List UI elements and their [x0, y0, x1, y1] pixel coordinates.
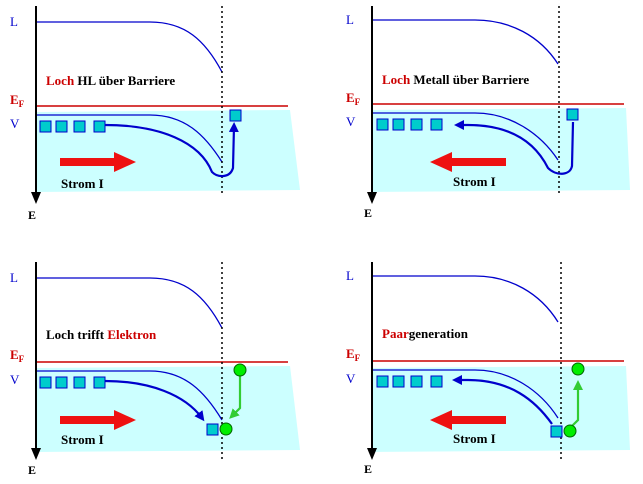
electron-drop-arrow — [229, 376, 242, 419]
current-label: Strom I — [61, 176, 104, 191]
conduction-band-curve — [36, 21, 223, 73]
hole-square — [430, 118, 443, 131]
hole-square — [376, 375, 389, 388]
energy-axis-arrowhead — [31, 448, 41, 460]
fermi-level-label: EF — [10, 347, 25, 364]
hole-transit-arrow — [452, 375, 553, 425]
conduction-band-curve — [372, 275, 559, 323]
conduction-band-label: L — [346, 12, 354, 27]
hole-square — [410, 118, 423, 131]
energy-axis-label: E — [364, 206, 372, 220]
hole-transit-arrow — [104, 122, 239, 178]
panel-title: Loch trifft Elektron — [46, 327, 157, 342]
hole-square — [55, 376, 68, 389]
current-label: Strom I — [61, 432, 104, 447]
hole-square-at-barrier — [206, 423, 219, 436]
valence-band-curve — [36, 370, 223, 421]
energy-axis-arrowhead — [31, 192, 41, 204]
conduction-band-label: L — [10, 270, 18, 285]
hole-square — [410, 375, 423, 388]
valence-band-curve — [372, 369, 559, 419]
electron-dot-recombined — [219, 422, 233, 436]
hole-square-metal — [566, 108, 579, 121]
electron-dot-generated — [563, 424, 577, 438]
hole-square — [39, 376, 52, 389]
conduction-band-curve — [372, 19, 559, 65]
valence-band-label: V — [10, 372, 20, 387]
current-label: Strom I — [453, 431, 496, 446]
panel-title: Paargeneration — [382, 326, 469, 341]
hole-square — [392, 375, 405, 388]
conduction-band-label: L — [10, 14, 18, 29]
energy-axis-arrowhead — [367, 192, 377, 204]
hole-square — [376, 118, 389, 131]
current-arrow-left — [430, 410, 506, 430]
hole-square-above-barrier — [229, 109, 242, 122]
energy-axis-arrowhead — [367, 448, 377, 460]
current-label: Strom I — [453, 174, 496, 189]
energy-axis-label: E — [28, 463, 36, 477]
conduction-band-label: L — [346, 268, 354, 283]
hole-transit-arrow — [454, 120, 575, 175]
current-arrow-right — [60, 410, 136, 430]
hole-square — [392, 118, 405, 131]
energy-axis-label: E — [28, 208, 36, 222]
conduction-band-curve — [36, 277, 223, 329]
hole-square — [73, 120, 86, 133]
hole-square — [39, 120, 52, 133]
valence-band-label: V — [10, 116, 20, 131]
hole-square — [430, 375, 443, 388]
panel-title: Loch HL über Barriere — [46, 73, 175, 88]
hole-transit-arrow — [104, 379, 205, 422]
panel-pair-generation — [367, 262, 630, 462]
valence-band-curve — [372, 112, 559, 161]
hole-square-generated — [550, 425, 563, 438]
valence-band-curve — [36, 114, 223, 163]
panel-hole-metal-over-barrier — [367, 6, 630, 204]
current-arrow-right — [60, 152, 136, 172]
fermi-level-label: EF — [10, 92, 25, 109]
hole-square — [93, 120, 106, 133]
hole-square — [93, 376, 106, 389]
hole-square — [73, 376, 86, 389]
panel-title: Loch Metall über Barriere — [382, 72, 529, 87]
energy-axis-label: E — [364, 462, 372, 476]
fermi-level-label: EF — [346, 346, 361, 363]
panel-hole-semiconductor-over-barrier — [31, 6, 300, 204]
valence-band-label: V — [346, 114, 356, 129]
electron-dot — [233, 363, 247, 377]
current-arrow-left — [430, 152, 506, 172]
panel-hole-meets-electron — [31, 262, 300, 462]
hole-square — [55, 120, 68, 133]
fermi-level-label: EF — [346, 90, 361, 107]
valence-band-label: V — [346, 371, 356, 386]
electron-dot-excited — [571, 362, 585, 376]
